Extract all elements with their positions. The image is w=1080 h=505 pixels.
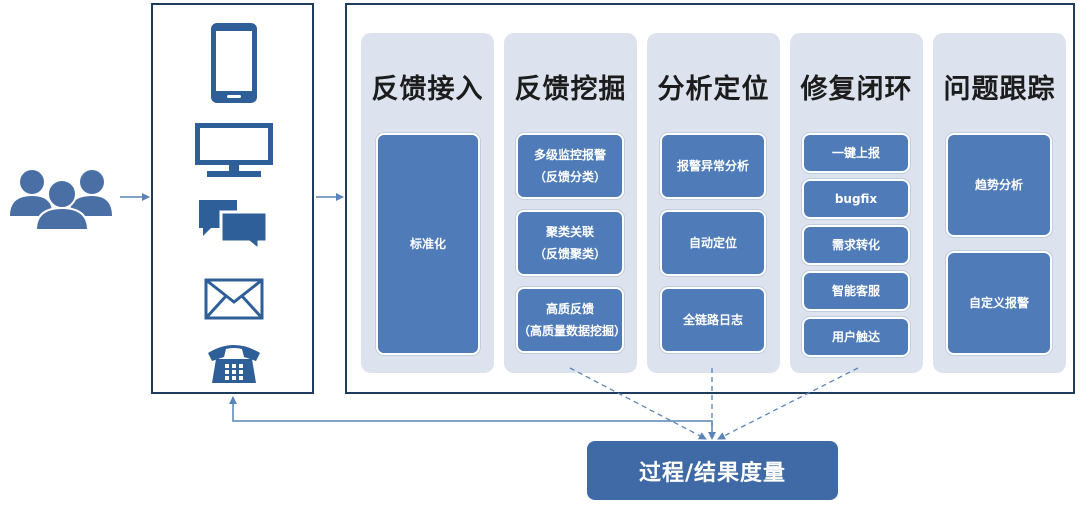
box-label: 自定义报警 <box>968 296 1029 310</box>
box-sublabel: （反馈分类） <box>533 170 606 184</box>
process-box: 趋势分析 <box>946 133 1052 237</box>
chat-icon <box>199 200 269 250</box>
process-box: 聚类关联 （反馈聚类） <box>516 210 624 276</box>
telephone-icon <box>208 345 260 383</box>
dashed-arrow-mining <box>569 367 707 440</box>
column-title: 修复闭环 <box>800 74 913 105</box>
process-box: 需求转化 <box>802 225 910 265</box>
box-label: 报警异常分析 <box>676 159 749 173</box>
column-analysis-locate: 分析定位 报警异常分析 自动定位 全链路日志 <box>647 33 780 373</box>
monitor-icon <box>195 123 273 177</box>
column-title: 反馈挖掘 <box>514 74 627 105</box>
box-label: 智能客服 <box>831 284 880 298</box>
process-box: 用户触达 <box>802 317 910 357</box>
box-label: 用户触达 <box>831 330 880 344</box>
result-metric-box: 过程/结果度量 <box>587 441 838 500</box>
column-feedback-access: 反馈接入 标准化 <box>361 33 494 373</box>
process-box: 智能客服 <box>802 271 910 311</box>
column-issue-tracking: 问题跟踪 趋势分析 自定义报警 <box>933 33 1066 373</box>
column-feedback-mining: 反馈挖掘 多级监控报警 （反馈分类） 聚类关联 （反馈聚类） 高质反馈 （高质量… <box>504 33 637 373</box>
column-title: 分析定位 <box>657 74 770 105</box>
box-label: 聚类关联 <box>545 225 594 239</box>
box-label: bugfix <box>834 192 878 206</box>
box-sublabel: （高质量数据挖掘） <box>518 324 627 338</box>
box-label: 标准化 <box>409 237 446 251</box>
column-title: 反馈接入 <box>371 74 484 105</box>
process-box: 报警异常分析 <box>660 133 766 199</box>
box-label: 需求转化 <box>831 238 880 252</box>
column-fix-loop: 修复闭环 一键上报 bugfix 需求转化 智能客服 用户触达 <box>790 33 923 373</box>
box-sublabel: （反馈聚类） <box>533 247 606 261</box>
mail-icon <box>204 278 264 320</box>
box-label: 高质反馈 <box>545 302 594 316</box>
arrow-feedback-loop <box>229 396 713 432</box>
result-label: 过程/结果度量 <box>638 460 787 486</box>
process-box: 自动定位 <box>660 210 766 276</box>
process-box: 全链路日志 <box>660 287 766 353</box>
process-box: 高质反馈 （高质量数据挖掘） <box>516 287 627 353</box>
column-title: 问题跟踪 <box>943 74 1056 105</box>
box-label: 趋势分析 <box>974 178 1023 192</box>
users-icon <box>10 170 112 231</box>
phone-icon <box>211 23 257 103</box>
box-label: 多级监控报警 <box>533 148 606 162</box>
process-box: 标准化 <box>376 133 480 355</box>
process-box: 自定义报警 <box>946 251 1052 355</box>
main-panel: 反馈接入 标准化 反馈挖掘 多级监控报警 （反馈分类） 聚类关联 （反馈聚类） … <box>345 3 1075 394</box>
dashed-arrow-fix <box>717 367 859 440</box>
process-box: 一键上报 <box>802 133 910 173</box>
box-label: 自动定位 <box>688 236 737 250</box>
box-label: 全链路日志 <box>682 313 743 327</box>
process-box: 多级监控报警 （反馈分类） <box>516 133 624 199</box>
channel-panel <box>151 3 314 394</box>
process-box: bugfix <box>802 179 910 219</box>
box-label: 一键上报 <box>831 146 880 160</box>
